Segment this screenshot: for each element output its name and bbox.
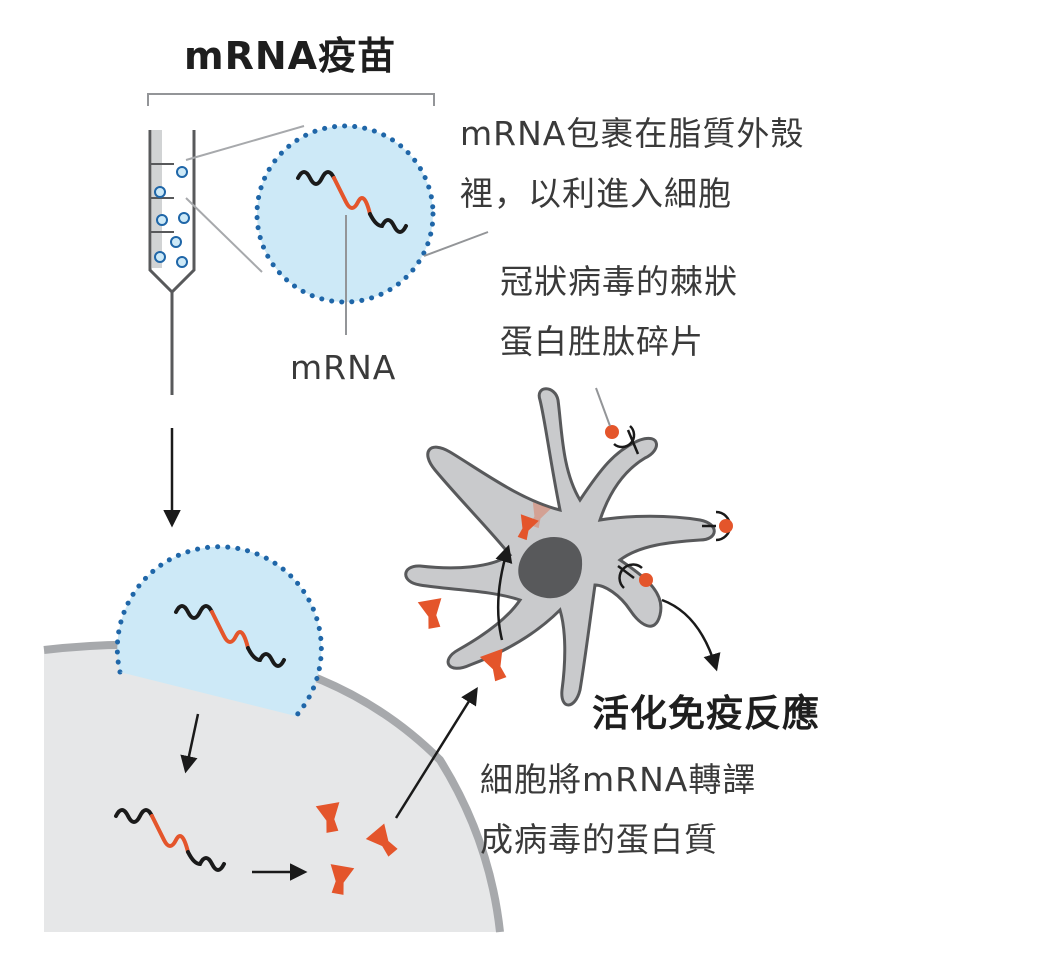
arrow-activation (661, 598, 721, 672)
spike-label-line1: 冠狀病毒的棘狀 (500, 262, 738, 301)
spike-label-line2: 蛋白胜肽碎片 (500, 322, 704, 361)
translate-label-line1: 細胞將mRNA轉譯 (480, 760, 757, 799)
spike-pointer (595, 387, 611, 427)
arrow-release-mrna (180, 713, 200, 774)
arrow-protein-to-dendritic (394, 687, 478, 819)
wrap-label-line2: 裡，以利進入細胞 (460, 174, 732, 213)
title-bracket (147, 93, 435, 106)
zoom-line-top (185, 125, 305, 161)
spike-protein-icon (417, 598, 447, 630)
wrap-pointer (423, 231, 489, 257)
diagram-title: mRNA疫苗 (184, 34, 397, 78)
translate-label-line2: 成病毒的蛋白質 (480, 820, 718, 859)
cytoplasm-mrna (114, 808, 226, 872)
arrow-uptake (495, 544, 513, 641)
receptor-fragment (702, 510, 733, 542)
fusing-nanoparticle (114, 544, 324, 719)
receptor-fragment (605, 425, 640, 455)
lipid-nanoparticle (254, 123, 436, 305)
receptor-fragment (617, 563, 653, 589)
zoom-line-bottom (185, 197, 263, 273)
dendritic-cell (404, 387, 716, 707)
wrap-label-line1: mRNA包裹在脂質外殼 (460, 114, 805, 153)
activation-label: 活化免疫反應 (592, 692, 820, 735)
nucleus (518, 536, 583, 599)
syringe-icon (148, 130, 196, 395)
mrna-label: mRNA (290, 348, 397, 387)
